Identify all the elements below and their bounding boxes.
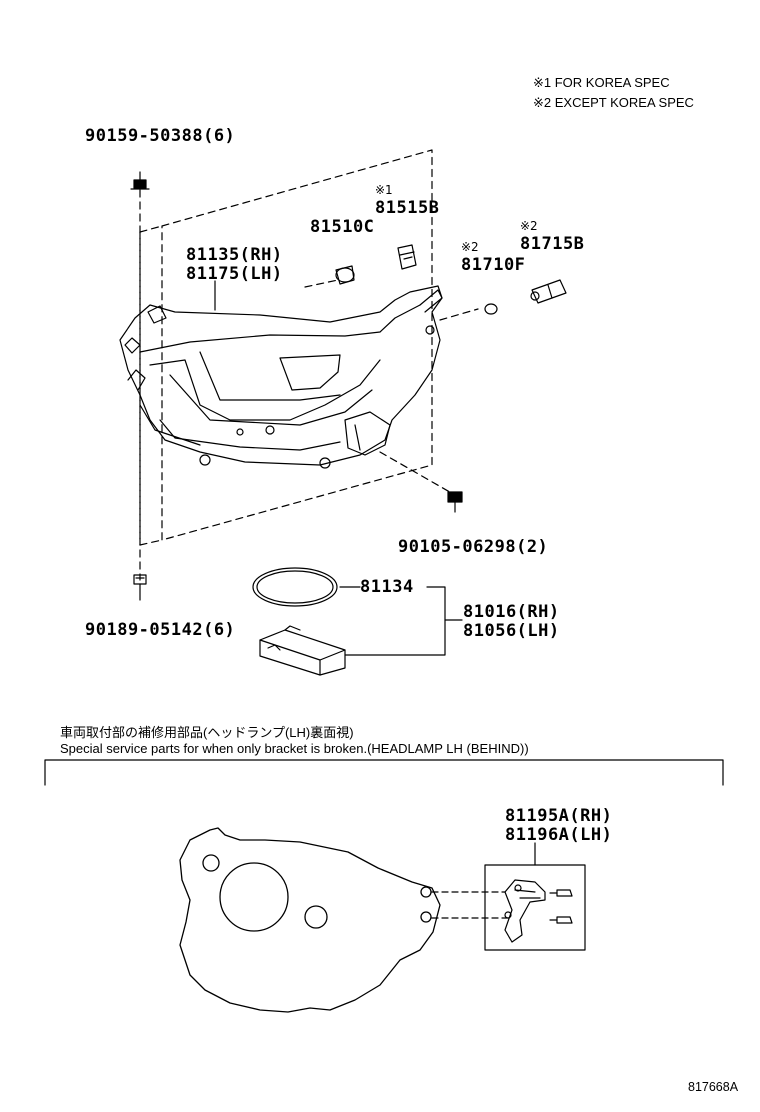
bracket-box xyxy=(484,842,586,951)
bulb-81510c-icon xyxy=(335,265,355,285)
part-label-housing-lh[interactable]: 81175(LH) xyxy=(186,264,283,284)
mark-2-label-a: ※2 xyxy=(461,240,479,254)
bracket-screw-top-icon xyxy=(549,889,573,897)
bracket-screw-bottom-icon xyxy=(549,916,573,924)
service-caption-en: Special service parts for when only brac… xyxy=(60,741,529,756)
assembly-dashed-box xyxy=(139,149,479,546)
part-label-screw-mid[interactable]: 90105-06298(2) xyxy=(398,537,549,557)
part-label-module-rh[interactable]: 81016(RH) xyxy=(463,602,560,622)
screw-bottom-icon xyxy=(133,574,147,601)
part-label-bracket-lh[interactable]: 81196A(LH) xyxy=(505,825,613,845)
control-module-icon xyxy=(259,625,346,676)
part-label-screw-bottom[interactable]: 90189-05142(6) xyxy=(85,620,236,640)
part-label-housing-rh[interactable]: 81135(RH) xyxy=(186,245,283,265)
part-label-module-lh[interactable]: 81056(LH) xyxy=(463,621,560,641)
service-caption-jp: 車両取付部の補修用部品(ヘッドランプ(LH)裏面視) xyxy=(60,725,354,740)
note-except-korea-spec: ※2 EXCEPT KOREA SPEC xyxy=(533,95,694,110)
part-label-screw-top[interactable]: 90159-50388(6) xyxy=(85,126,236,146)
part-label-bracket-rh[interactable]: 81195A(RH) xyxy=(505,806,613,826)
part-label-81515b[interactable]: 81515B xyxy=(375,198,440,218)
mark-1-label: ※1 xyxy=(375,183,393,197)
headlamp-back-outline xyxy=(179,827,441,1013)
figure-id: 817668A xyxy=(688,1080,739,1094)
screw-top-icon xyxy=(130,171,150,190)
bulb-81515b-icon xyxy=(397,244,417,270)
screw-mid-icon xyxy=(447,491,463,513)
bracket-part-icon xyxy=(504,879,546,943)
headlamp-housing xyxy=(119,285,443,469)
note-korea-spec: ※1 FOR KOREA SPEC xyxy=(533,75,670,90)
part-label-81510c[interactable]: 81510C xyxy=(310,217,375,237)
service-frame xyxy=(44,759,724,786)
bulb-81710f-icon xyxy=(484,303,498,315)
part-label-81715b[interactable]: 81715B xyxy=(520,234,585,254)
gasket-ring-icon xyxy=(252,567,338,607)
bulb-81715b-icon xyxy=(530,279,567,304)
part-label-gasket[interactable]: 81134 xyxy=(360,577,414,597)
mark-2-label-b: ※2 xyxy=(520,219,538,233)
part-label-81710f[interactable]: 81710F xyxy=(461,255,526,275)
